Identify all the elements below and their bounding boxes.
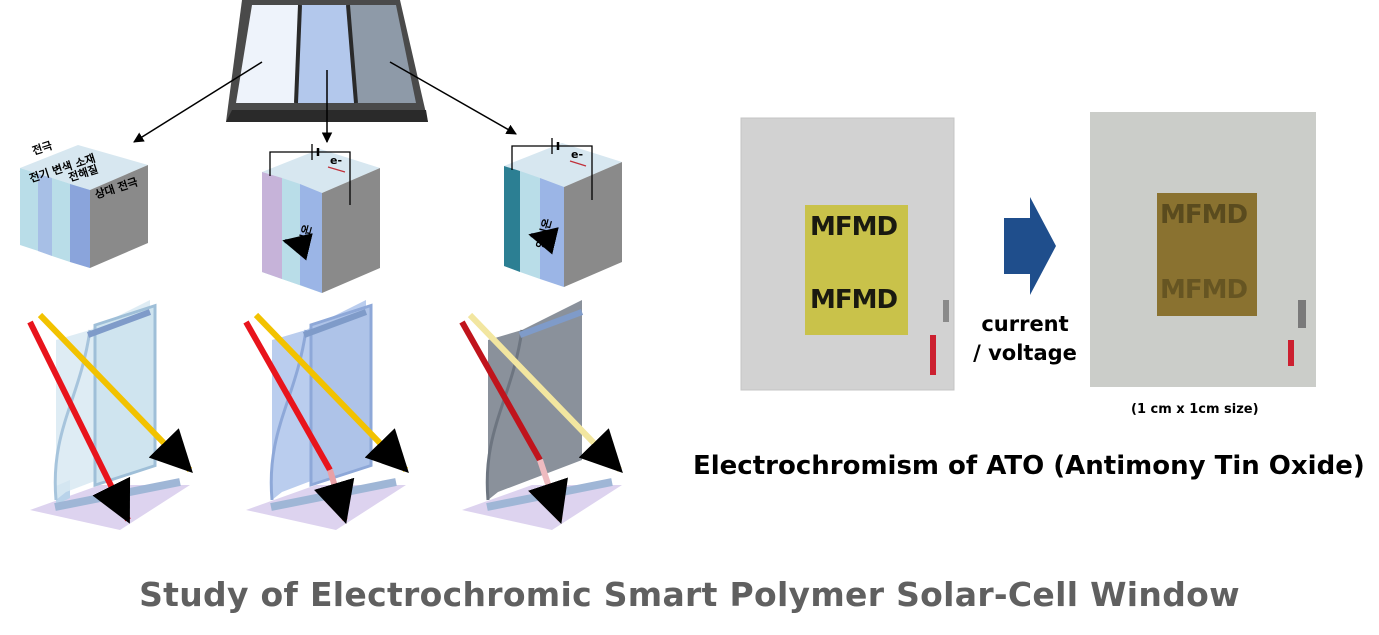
layer-cube-3 bbox=[504, 138, 622, 287]
sample-caption: Electrochromism of ATO (Antimony Tin Oxi… bbox=[693, 451, 1365, 481]
sample-text-top: MFMD bbox=[810, 212, 898, 242]
transition-label-line2: / voltage bbox=[973, 341, 1077, 365]
sample-text-bottom: MFMD bbox=[1160, 275, 1248, 305]
electron-label: e- bbox=[571, 148, 584, 161]
page-title: Study of Electrochromic Smart Polymer So… bbox=[139, 575, 1240, 614]
sample-text-bottom: MFMD bbox=[810, 285, 898, 315]
size-note: (1 cm x 1cm size) bbox=[1131, 402, 1259, 417]
layer-cube-2 bbox=[262, 144, 380, 293]
sample-text-top: MFMD bbox=[1160, 200, 1248, 230]
pointer-arrow-left bbox=[133, 61, 263, 143]
sample-photo-after bbox=[1090, 112, 1316, 387]
transition-arrow-icon bbox=[1004, 197, 1056, 295]
window-illustration-dark bbox=[459, 300, 623, 530]
transition-label-line1: current bbox=[981, 312, 1069, 336]
layer-cube-1 bbox=[20, 145, 148, 268]
sample-photo-before bbox=[740, 117, 955, 391]
window-illustration-blue bbox=[243, 300, 409, 530]
electron-label: e- bbox=[330, 154, 343, 167]
window-illustration-clear bbox=[27, 300, 193, 530]
transition-label: current / voltage bbox=[955, 310, 1095, 368]
top-window bbox=[226, 0, 428, 122]
pointer-arrow-right bbox=[389, 61, 517, 135]
